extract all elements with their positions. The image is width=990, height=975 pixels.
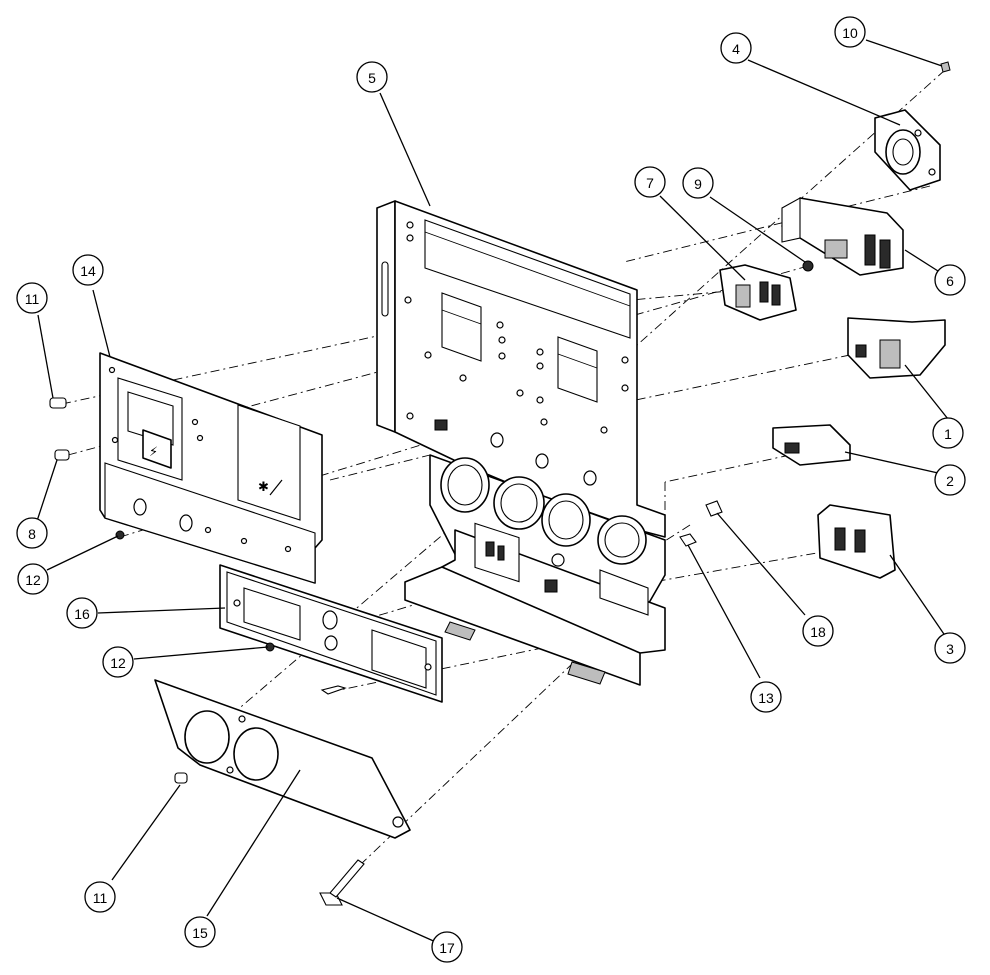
left-face-plate: ⚡ ✱ — [99, 352, 323, 584]
balloon-circle — [184, 916, 216, 948]
part-9-nut — [802, 260, 814, 272]
part-4-breaker — [874, 109, 941, 191]
balloon-label: 15 — [192, 925, 208, 941]
balloon-label: 16 — [74, 606, 90, 622]
svg-text:⚡: ⚡ — [149, 445, 158, 460]
balloon-label: 12 — [25, 572, 41, 588]
part-2-breaker — [772, 424, 851, 466]
balloon-circle — [16, 517, 48, 549]
balloon-circle — [750, 681, 782, 713]
callout-balloon-12: 12 — [17, 563, 49, 595]
callout-balloon-7: 7 — [634, 166, 666, 198]
callout-balloon-15: 15 — [184, 916, 216, 948]
balloon-label: 17 — [439, 940, 455, 956]
callout-balloon-2: 2 — [934, 464, 966, 496]
callout-balloon-9: 9 — [682, 167, 714, 199]
balloon-label: 18 — [810, 624, 826, 640]
balloon-label: 4 — [732, 41, 740, 57]
balloon-label: 13 — [758, 690, 774, 706]
callout-balloon-11: 11 — [84, 881, 116, 913]
balloon-circle — [66, 597, 98, 629]
cover-plate — [154, 679, 411, 839]
main-panel — [376, 200, 666, 686]
balloon-circle — [934, 264, 966, 296]
balloon-label: 14 — [80, 263, 96, 279]
part-1-breaker — [847, 317, 946, 379]
callout-balloon-1: 1 — [932, 417, 964, 449]
balloon-circle — [16, 282, 48, 314]
callout-balloon-17: 17 — [431, 931, 463, 963]
screws-hardware — [49, 61, 951, 906]
callout-balloon-12: 12 — [102, 646, 134, 678]
gasket-plate — [219, 564, 443, 703]
leader-lines — [36, 39, 949, 944]
callout-balloon-16: 16 — [66, 597, 98, 629]
callout-balloon-13: 13 — [750, 681, 782, 713]
callout-balloon-5: 5 — [356, 61, 388, 93]
balloon-circle — [634, 166, 666, 198]
balloon-circle — [934, 464, 966, 496]
balloon-circle — [834, 16, 866, 48]
callout-balloon-3: 3 — [934, 632, 966, 664]
balloon-circle — [72, 254, 104, 286]
balloon-label: 11 — [93, 890, 108, 906]
balloon-label: 12 — [110, 655, 126, 671]
balloon-circle — [431, 931, 463, 963]
balloon-circle — [17, 563, 49, 595]
balloon-label: 9 — [694, 176, 702, 192]
part-3-receptacle — [817, 504, 896, 579]
balloon-circle — [932, 417, 964, 449]
callout-balloon-11: 11 — [16, 282, 48, 314]
balloon-circle — [102, 646, 134, 678]
balloon-circle — [720, 32, 752, 64]
balloon-label: 7 — [646, 175, 654, 191]
balloon-label: 1 — [944, 426, 952, 442]
callout-balloon-18: 18 — [802, 615, 834, 647]
callout-balloon-14: 14 — [72, 254, 104, 286]
callout-balloon-10: 10 — [834, 16, 866, 48]
balloon-label: 6 — [946, 273, 954, 289]
balloon-circle — [934, 632, 966, 664]
svg-text:✱: ✱ — [258, 480, 269, 495]
part-6-contactor — [781, 197, 904, 276]
balloon-label: 10 — [842, 25, 858, 41]
balloon-label: 8 — [28, 526, 36, 542]
balloon-circle — [356, 61, 388, 93]
balloon-label: 11 — [25, 291, 40, 307]
callout-balloon-6: 6 — [934, 264, 966, 296]
balloon-label: 3 — [946, 641, 954, 657]
callout-balloon-4: 4 — [720, 32, 752, 64]
part-7-relay — [719, 264, 797, 321]
balloon-circle — [682, 167, 714, 199]
balloon-label: 5 — [368, 70, 376, 86]
balloon-circle — [84, 881, 116, 913]
balloon-circle — [802, 615, 834, 647]
balloon-label: 2 — [946, 473, 954, 489]
callout-balloon-8: 8 — [16, 517, 48, 549]
